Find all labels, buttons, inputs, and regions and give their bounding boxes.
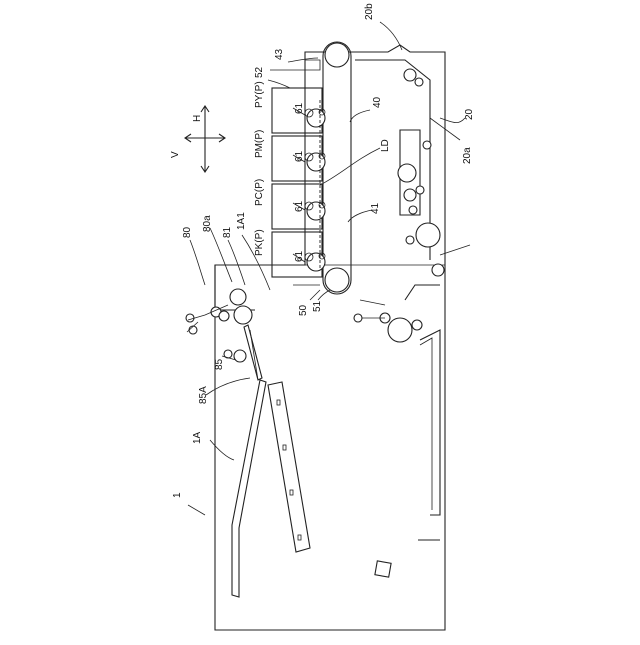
leader-lines	[188, 22, 465, 515]
label-80: 80	[182, 226, 193, 238]
label-pk: PK(P)	[254, 229, 265, 256]
label-pm: PM(P)	[254, 130, 265, 158]
output-tray-1	[232, 380, 266, 597]
label-1a1: 1A1	[236, 212, 247, 230]
small-part	[375, 561, 391, 577]
label-85a: 85A	[198, 386, 209, 404]
fixing-unit	[355, 60, 470, 305]
label-py: PY(P)	[254, 81, 265, 108]
orientation-arrows	[185, 106, 225, 172]
housing-outline	[215, 45, 445, 630]
label-41: 41	[370, 202, 381, 214]
label-20a: 20a	[462, 147, 473, 164]
label-61-py: 61	[294, 102, 305, 114]
label-20b: 20b	[364, 3, 375, 20]
label-61-pm: 61	[294, 150, 305, 162]
label-40: 40	[372, 96, 383, 108]
label-20: 20	[464, 108, 475, 120]
label-pc: PC(P)	[254, 179, 265, 206]
output-tray-2	[268, 382, 310, 552]
label-61-pk: 61	[294, 250, 305, 262]
label-51: 51	[312, 300, 323, 312]
label-61-pc: 61	[294, 200, 305, 212]
exposure-path	[320, 100, 380, 270]
label-81: 81	[222, 226, 233, 238]
label-1a: 1A	[192, 431, 203, 444]
label-1: 1	[172, 492, 183, 498]
label-80a: 80a	[202, 215, 213, 232]
label-43: 43	[274, 48, 285, 60]
label-85: 85	[214, 358, 225, 370]
label-v: V	[170, 151, 181, 158]
label-ld: LD	[380, 139, 391, 152]
label-50: 50	[298, 304, 309, 316]
label-52: 52	[254, 66, 265, 78]
label-h: H	[192, 115, 203, 122]
paper-feed	[354, 285, 440, 540]
guide	[244, 325, 262, 380]
